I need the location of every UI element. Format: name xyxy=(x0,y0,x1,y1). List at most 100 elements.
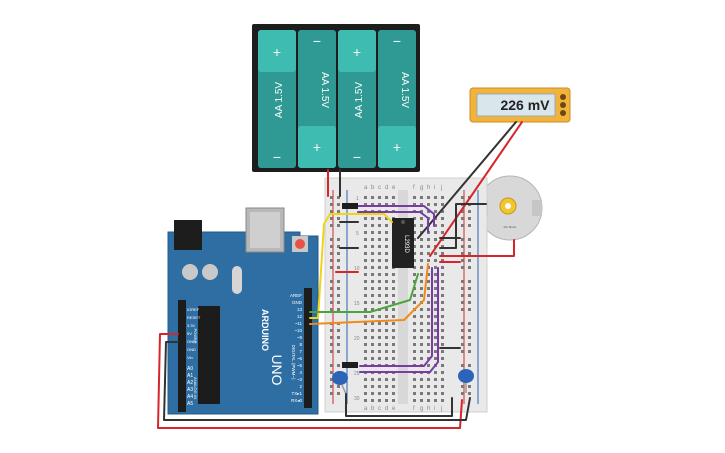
breadboard-hole[interactable] xyxy=(427,399,430,402)
breadboard-hole[interactable] xyxy=(420,399,423,402)
breadboard-hole[interactable] xyxy=(441,343,444,346)
breadboard-hole[interactable] xyxy=(427,238,430,241)
breadboard-hole[interactable] xyxy=(385,343,388,346)
breadboard-hole[interactable] xyxy=(441,308,444,311)
breadboard-hole[interactable] xyxy=(385,252,388,255)
diode-bottom[interactable] xyxy=(342,362,358,368)
wires[interactable] xyxy=(157,121,523,429)
breadboard-hole[interactable] xyxy=(420,252,423,255)
breadboard-hole[interactable] xyxy=(385,238,388,241)
breadboard-hole[interactable] xyxy=(441,287,444,290)
rail-hole[interactable] xyxy=(468,364,471,367)
breadboard-hole[interactable] xyxy=(392,343,395,346)
breadboard-hole[interactable] xyxy=(371,196,374,199)
breadboard-hole[interactable] xyxy=(434,210,437,213)
breadboard-hole[interactable] xyxy=(434,266,437,269)
breadboard-hole[interactable] xyxy=(378,266,381,269)
breadboard-hole[interactable] xyxy=(385,266,388,269)
breadboard-hole[interactable] xyxy=(427,322,430,325)
rail-hole[interactable] xyxy=(330,287,333,290)
rail-hole[interactable] xyxy=(468,210,471,213)
breadboard-hole[interactable] xyxy=(392,308,395,311)
breadboard-hole[interactable] xyxy=(364,308,367,311)
breadboard-hole[interactable] xyxy=(392,350,395,353)
breadboard-hole[interactable] xyxy=(392,294,395,297)
breadboard-hole[interactable] xyxy=(420,378,423,381)
rail-hole[interactable] xyxy=(468,329,471,332)
breadboard-hole[interactable] xyxy=(420,280,423,283)
breadboard-hole[interactable] xyxy=(434,357,437,360)
breadboard-hole[interactable] xyxy=(441,203,444,206)
breadboard-hole[interactable] xyxy=(378,315,381,318)
rail-hole[interactable] xyxy=(461,343,464,346)
breadboard-hole[interactable] xyxy=(441,259,444,262)
breadboard-hole[interactable] xyxy=(434,231,437,234)
breadboard-hole[interactable] xyxy=(420,392,423,395)
breadboard-hole[interactable] xyxy=(413,245,416,248)
breadboard-hole[interactable] xyxy=(364,273,367,276)
breadboard-hole[interactable] xyxy=(434,252,437,255)
breadboard-hole[interactable] xyxy=(434,378,437,381)
breadboard-hole[interactable] xyxy=(434,343,437,346)
power-header[interactable] xyxy=(178,300,186,412)
rail-hole[interactable] xyxy=(337,392,340,395)
rail-hole[interactable] xyxy=(468,308,471,311)
rail-hole[interactable] xyxy=(461,329,464,332)
breadboard-hole[interactable] xyxy=(427,196,430,199)
breadboard-hole[interactable] xyxy=(441,315,444,318)
breadboard-hole[interactable] xyxy=(371,357,374,360)
diode-top[interactable] xyxy=(342,203,358,209)
breadboard-hole[interactable] xyxy=(378,245,381,248)
breadboard-hole[interactable] xyxy=(392,196,395,199)
breadboard-hole[interactable] xyxy=(427,245,430,248)
rail-hole[interactable] xyxy=(461,308,464,311)
rail-hole[interactable] xyxy=(468,245,471,248)
breadboard-hole[interactable] xyxy=(427,315,430,318)
breadboard-hole[interactable] xyxy=(434,308,437,311)
breadboard-hole[interactable] xyxy=(385,378,388,381)
rail-hole[interactable] xyxy=(337,301,340,304)
breadboard-hole[interactable] xyxy=(378,280,381,283)
breadboard-hole[interactable] xyxy=(420,266,423,269)
rail-hole[interactable] xyxy=(461,245,464,248)
breadboard-hole[interactable] xyxy=(364,336,367,339)
breadboard-hole[interactable] xyxy=(441,336,444,339)
rail-hole[interactable] xyxy=(468,322,471,325)
breadboard-hole[interactable] xyxy=(385,385,388,388)
multimeter[interactable]: 226 mV xyxy=(469,87,571,123)
rail-hole[interactable] xyxy=(330,266,333,269)
breadboard-hole[interactable] xyxy=(364,280,367,283)
breadboard-hole[interactable] xyxy=(441,357,444,360)
rail-hole[interactable] xyxy=(337,287,340,290)
breadboard-hole[interactable] xyxy=(385,280,388,283)
rail-hole[interactable] xyxy=(330,378,333,381)
breadboard-hole[interactable] xyxy=(413,252,416,255)
rail-hole[interactable] xyxy=(461,364,464,367)
rail-hole[interactable] xyxy=(337,294,340,297)
breadboard-hole[interactable] xyxy=(378,231,381,234)
rail-hole[interactable] xyxy=(330,392,333,395)
rail-hole[interactable] xyxy=(337,364,340,367)
battery-pack[interactable]: + AA 1.5V − − AA 1.5V + + AA 1.5V − − AA… xyxy=(252,24,420,172)
breadboard-hole[interactable] xyxy=(427,294,430,297)
rail-hole[interactable] xyxy=(337,266,340,269)
breadboard-hole[interactable] xyxy=(378,259,381,262)
breadboard-hole[interactable] xyxy=(427,252,430,255)
breadboard-hole[interactable] xyxy=(434,322,437,325)
rail-hole[interactable] xyxy=(330,343,333,346)
rail-hole[interactable] xyxy=(468,238,471,241)
rail-hole[interactable] xyxy=(330,280,333,283)
breadboard-hole[interactable] xyxy=(385,301,388,304)
breadboard-hole[interactable] xyxy=(371,231,374,234)
breadboard-hole[interactable] xyxy=(371,322,374,325)
breadboard-hole[interactable] xyxy=(420,343,423,346)
breadboard-hole[interactable] xyxy=(420,385,423,388)
breadboard-hole[interactable] xyxy=(371,315,374,318)
breadboard-hole[interactable] xyxy=(392,336,395,339)
breadboard-hole[interactable] xyxy=(434,350,437,353)
breadboard-hole[interactable] xyxy=(441,371,444,374)
rail-hole[interactable] xyxy=(461,238,464,241)
breadboard-hole[interactable] xyxy=(392,357,395,360)
breadboard-hole[interactable] xyxy=(385,357,388,360)
